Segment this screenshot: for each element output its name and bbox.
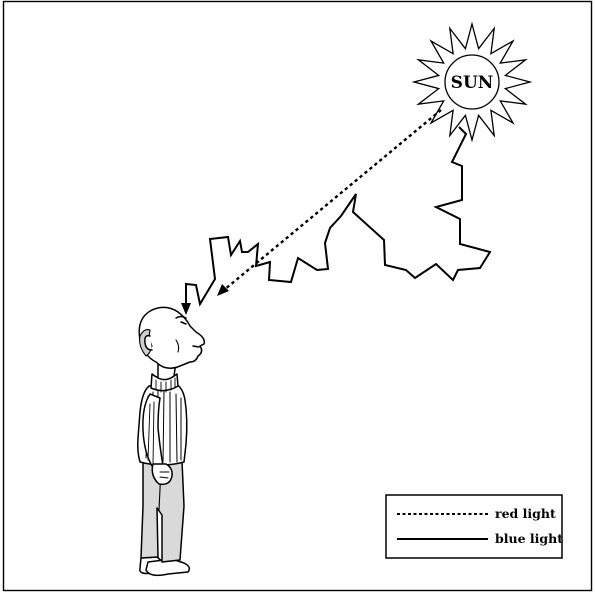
sun-label: SUN — [451, 73, 494, 93]
mouth — [193, 346, 199, 347]
red-light-path — [217, 110, 441, 296]
legend-red-label: red light — [495, 506, 556, 521]
observer-person — [138, 307, 205, 575]
sun: SUN — [414, 24, 530, 140]
blue-light-arrowhead — [181, 303, 191, 315]
legend-box — [386, 495, 562, 558]
legend: red light blue light — [386, 495, 563, 558]
legend-blue-label: blue light — [495, 531, 563, 546]
